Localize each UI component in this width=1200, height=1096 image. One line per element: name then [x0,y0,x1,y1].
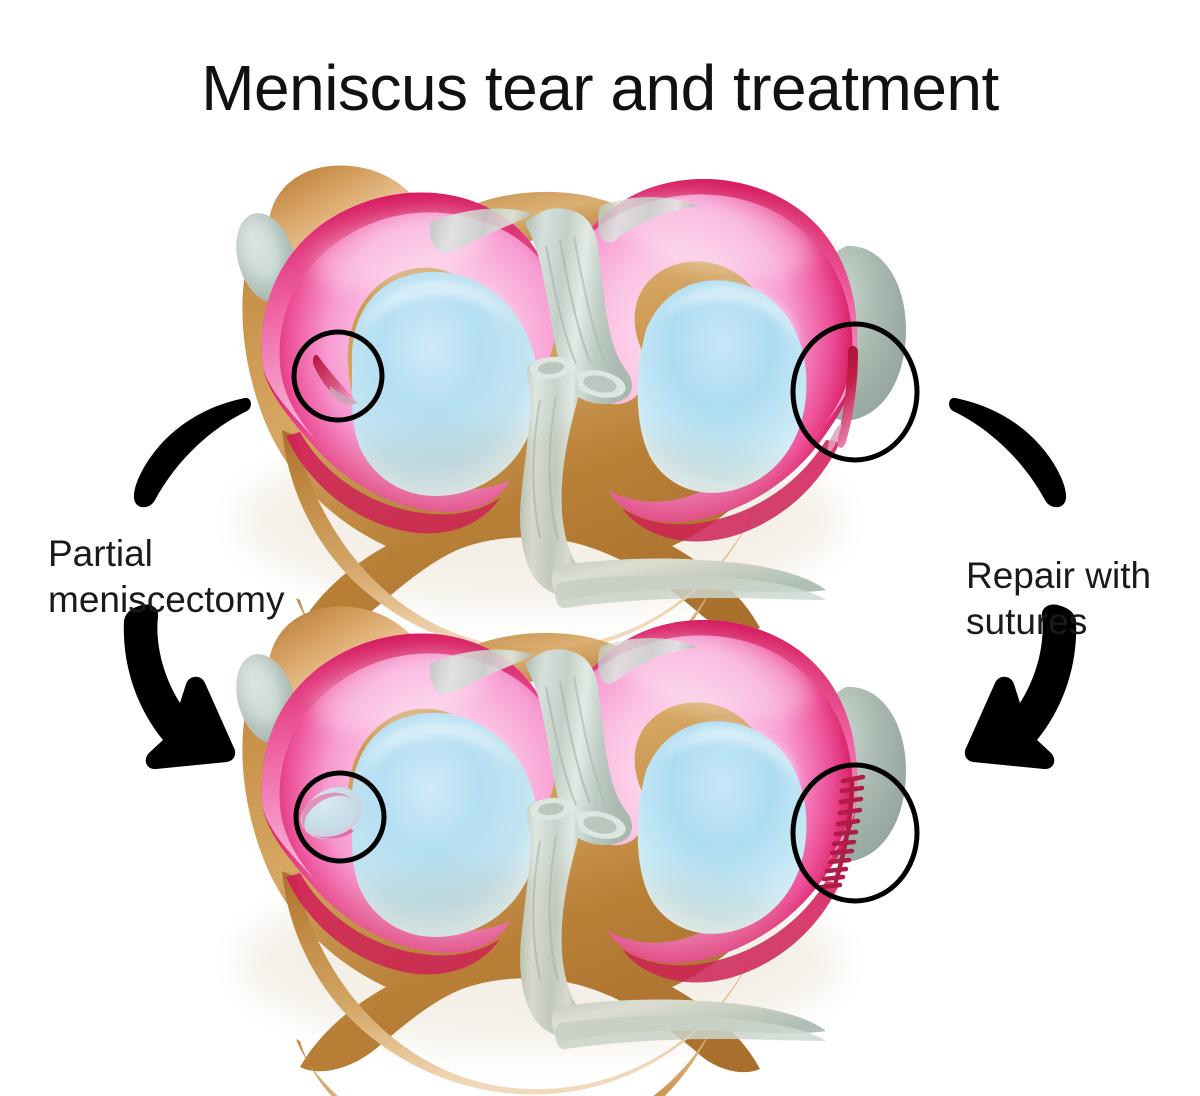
partial-meniscectomy-label: Partial meniscectomy [48,533,285,620]
meniscectomy-marker [293,770,387,864]
repair-with-sutures-line2: sutures [966,601,1087,642]
page-title: Meniscus tear and treatment [201,52,999,124]
left-curved-arrow [123,397,251,770]
right-curved-arrow [949,397,1077,770]
longitudinal-tear [827,346,858,452]
longitudinal-tear-marker [790,321,920,463]
meniscectomy-notch [300,787,363,840]
flap-tear [312,354,358,405]
tibial-plateau-treated [226,606,920,1096]
suture-repair-marker [790,762,920,904]
flap-tear-marker [291,329,385,423]
repair-with-sutures-label: Repair with sutures [966,555,1151,642]
partial-meniscectomy-line1: Partial [48,533,153,574]
repair-with-sutures-line1: Repair with [966,555,1151,596]
suture-repair [818,774,866,890]
partial-meniscectomy-line2: meniscectomy [48,579,285,620]
tibial-plateau-torn [226,165,920,722]
